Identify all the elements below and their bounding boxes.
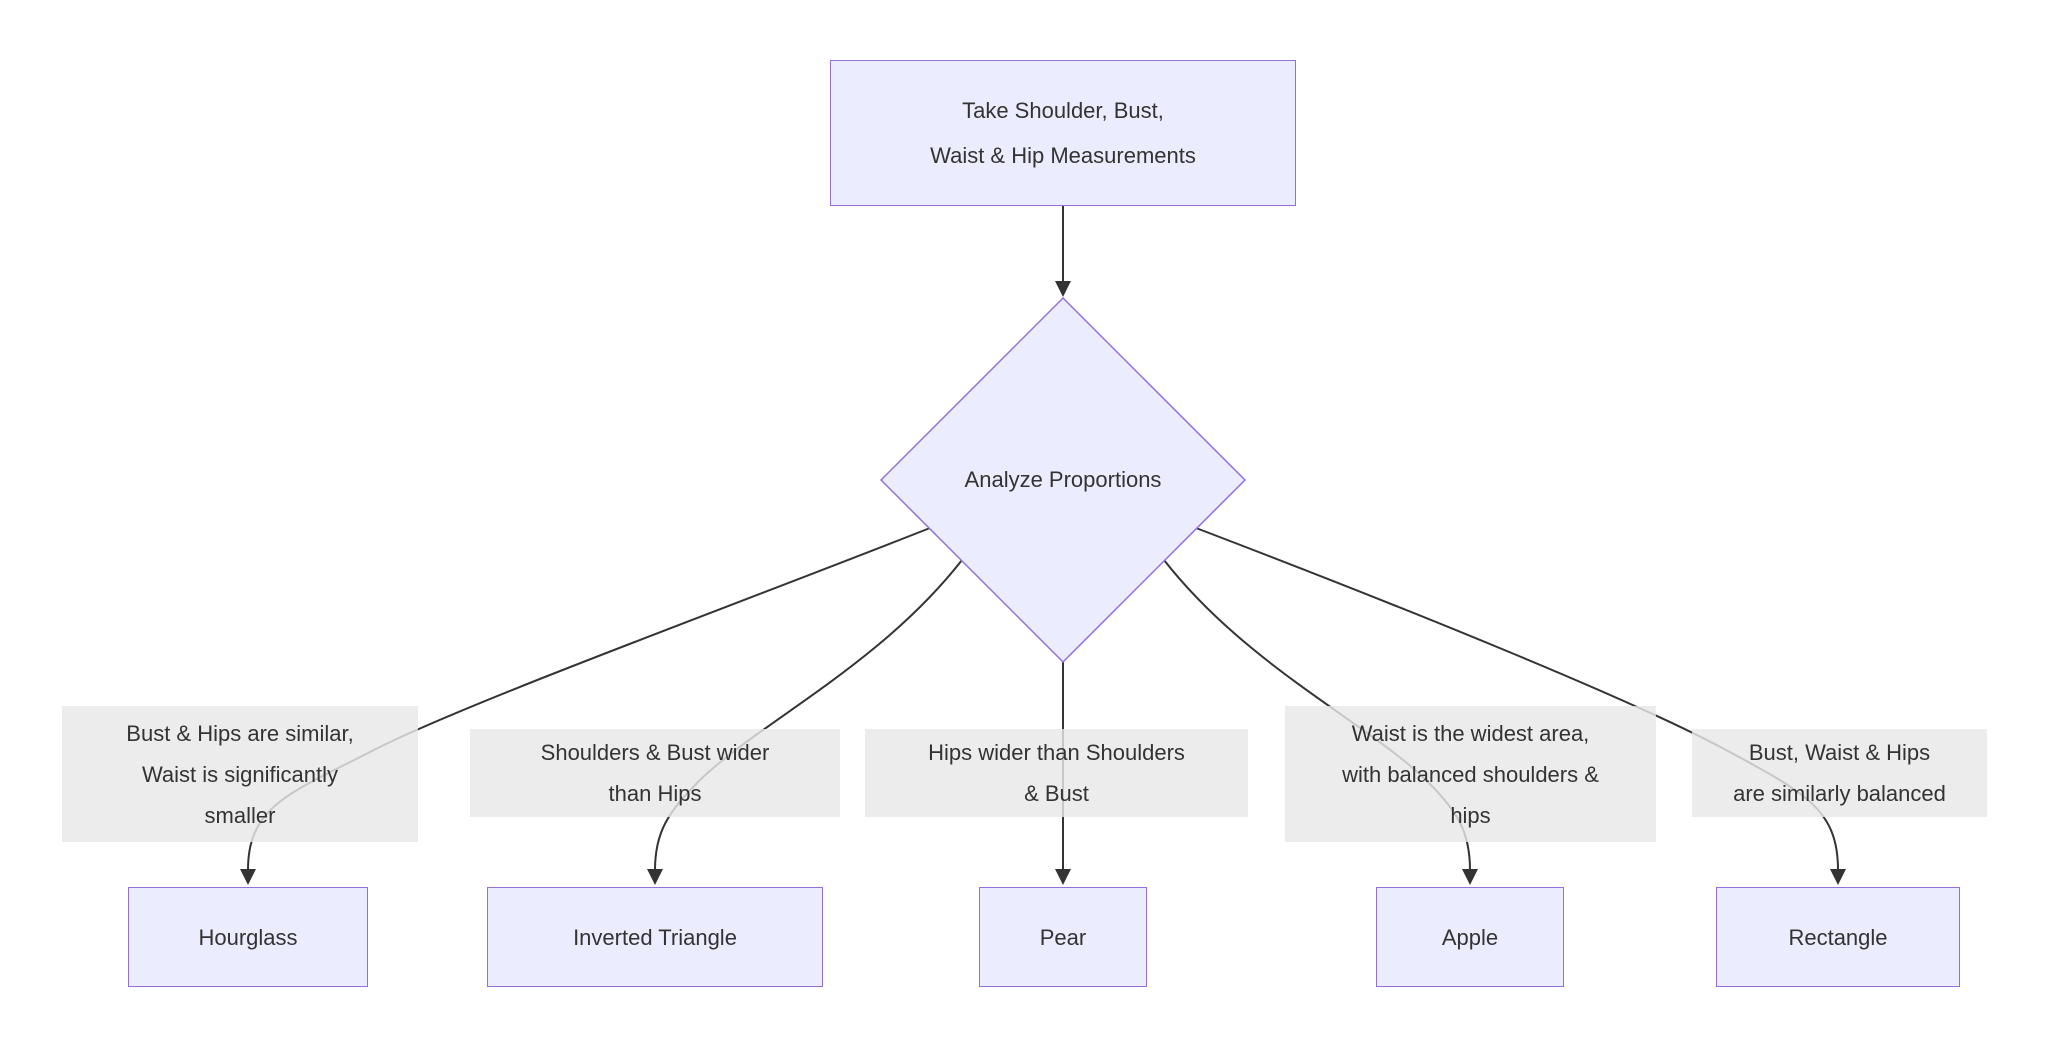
result-label: Inverted Triangle [573, 924, 737, 950]
label-line: are similarly balanced [1733, 781, 1946, 806]
node-start-line-2: Waist & Hip Measurements [930, 143, 1196, 168]
edge-label-apple-condition: Waist is the widest area, with balanced … [1285, 706, 1656, 842]
node-result-inverted-triangle: Inverted Triangle [487, 887, 823, 987]
node-result-rectangle: Rectangle [1716, 887, 1960, 987]
decision-diamond-shape [879, 296, 1247, 664]
label-line: smaller [204, 802, 276, 828]
arrowhead-hourglass [240, 869, 256, 885]
label-line: Bust, Waist & Hips [1748, 740, 1931, 765]
label-line: Bust & Hips are similar, [126, 720, 354, 746]
edge-label-rectangle-condition: Bust, Waist & Hips are similarly balance… [1692, 729, 1987, 817]
result-label: Pear [1039, 924, 1087, 950]
decision-label: Analyze Proportions [964, 467, 1162, 492]
label-line: Waist is the widest area, [1351, 720, 1590, 746]
label-line: hips [1450, 802, 1491, 828]
arrowhead-pear [1055, 869, 1071, 885]
node-result-pear: Pear [979, 887, 1147, 987]
node-start-line-1: Take Shoulder, Bust, [962, 98, 1164, 123]
node-result-apple: Apple [1376, 887, 1564, 987]
node-decision-analyze-proportions: Analyze Proportions [881, 298, 1245, 662]
label-line: Shoulders & Bust wider [540, 740, 770, 765]
arrowhead-rectangle [1830, 869, 1846, 885]
label-line: than Hips [608, 781, 702, 806]
result-label: Apple [1441, 924, 1499, 950]
arrowhead-apple [1462, 869, 1478, 885]
label-line: Waist is significantly [141, 761, 338, 787]
node-result-hourglass: Hourglass [128, 887, 368, 987]
result-label: Hourglass [198, 924, 298, 950]
arrowhead-inverted-triangle [647, 869, 663, 885]
edge-label-hourglass-condition: Bust & Hips are similar, Waist is signif… [62, 706, 418, 842]
label-line: & Bust [1024, 781, 1089, 806]
result-label: Rectangle [1788, 924, 1888, 950]
label-line: with balanced shoulders & [1342, 761, 1599, 787]
node-start-measurements: Take Shoulder, Bust, Waist & Hip Measure… [830, 60, 1296, 206]
label-line: Hips wider than Shoulders [928, 740, 1185, 765]
arrowhead-decision [1055, 281, 1071, 297]
edge-label-inverted-triangle-condition: Shoulders & Bust wider than Hips [470, 729, 840, 817]
edge-label-pear-condition: Hips wider than Shoulders & Bust [865, 729, 1248, 817]
